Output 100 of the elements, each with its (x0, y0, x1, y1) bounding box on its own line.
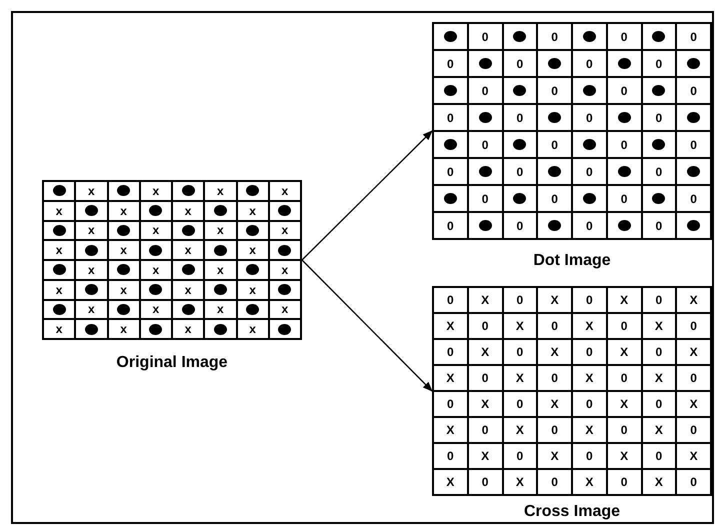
cell-symbol: x (56, 284, 62, 296)
cell-symbol: 0 (551, 476, 558, 488)
cell-symbol: 0 (586, 112, 593, 124)
cell-symbol: 0 (620, 192, 628, 204)
cell-symbol: 0 (656, 398, 662, 410)
cell-symbol: 0 (516, 398, 524, 410)
cell-symbol: X (620, 398, 628, 410)
cell-symbol: x (88, 264, 95, 276)
cell-symbol: 0 (656, 58, 662, 70)
cell-symbol: x (249, 284, 256, 296)
cell-symbol: 0 (690, 424, 697, 436)
cell-symbol: x (184, 323, 192, 336)
cell-symbol: X (550, 346, 559, 358)
cell-symbol: X (585, 424, 594, 436)
cell-symbol: 0 (620, 138, 628, 150)
grid-caption: Dot Image (533, 252, 611, 270)
cell-symbol: x (249, 244, 256, 256)
cell-symbol: 0 (656, 450, 662, 462)
cell-symbol: 0 (586, 398, 593, 410)
cell-symbol: 0 (620, 84, 628, 96)
cell-symbol: 0 (586, 346, 593, 358)
cell-symbol: X (481, 346, 490, 358)
cell-symbol: X (481, 398, 490, 410)
cell-symbol: 0 (690, 138, 697, 150)
cell-symbol: 0 (620, 320, 628, 332)
arrow (302, 260, 433, 392)
cell-symbol: X (690, 398, 698, 410)
cell-symbol: 0 (447, 220, 454, 232)
cell-symbol: x (56, 244, 62, 256)
cell-symbol: x (282, 224, 288, 236)
cell-symbol: 0 (586, 166, 593, 178)
cell-symbol: x (152, 264, 160, 276)
cell-symbol: X (690, 450, 698, 462)
cell-symbol: X (620, 294, 628, 306)
cell-symbol: 0 (447, 450, 454, 462)
cell-symbol: 0 (447, 294, 454, 306)
cell-symbol: 0 (516, 346, 524, 358)
cell-symbol: 0 (516, 294, 524, 306)
cell-symbol: x (217, 303, 224, 316)
cell-symbol: 0 (551, 320, 558, 332)
cell-symbol: 0 (620, 30, 628, 42)
cell-symbol: x (184, 204, 192, 217)
cell-symbol: 0 (516, 112, 524, 124)
cell-symbol: 0 (482, 476, 488, 488)
cell-symbol: 0 (656, 346, 662, 358)
cell-symbol: X (550, 294, 559, 306)
cell-symbol: 0 (482, 320, 488, 332)
cell-symbol: x (184, 244, 192, 256)
cell-symbol: X (516, 372, 524, 384)
cell-symbol: 0 (656, 112, 662, 124)
cell-symbol: 0 (586, 294, 593, 306)
cell-symbol: X (516, 320, 524, 332)
cell-symbol: X (446, 424, 454, 436)
cell-symbol: x (56, 204, 62, 217)
cell-symbol: x (120, 244, 127, 256)
cell-symbol: 0 (586, 220, 593, 232)
cell-symbol: X (620, 450, 628, 462)
cell-symbol: 0 (482, 30, 488, 42)
cell-symbol: X (516, 424, 524, 436)
cell-symbol: 0 (482, 84, 488, 96)
cell-symbol: 0 (516, 220, 524, 232)
cell-symbol: X (481, 294, 490, 306)
cell-symbol: x (217, 264, 224, 276)
cell-symbol: X (550, 398, 559, 410)
cell-symbol: X (481, 450, 490, 462)
cell-symbol: X (654, 372, 663, 384)
cell-symbol: 0 (620, 476, 628, 488)
cell-symbol: 0 (690, 192, 697, 204)
cell-symbol: 0 (551, 372, 558, 384)
cell-symbol: X (620, 346, 628, 358)
cell-symbol: x (120, 204, 127, 217)
cell-symbol: x (88, 184, 95, 197)
cell-symbol: X (550, 450, 559, 462)
cell-symbol: x (152, 224, 160, 236)
cell-symbol: 0 (447, 398, 454, 410)
cell-symbol: 0 (447, 346, 454, 358)
cell-symbol: 0 (482, 138, 488, 150)
cell-symbol: x (282, 303, 288, 316)
cell-symbol: x (249, 204, 256, 217)
cell-symbol: x (184, 284, 192, 296)
grid-caption: Cross Image (524, 503, 620, 521)
cell-symbol: 0 (586, 450, 593, 462)
cell-symbol: x (120, 284, 127, 296)
cell-symbol: 0 (656, 294, 662, 306)
cell-symbol: 0 (551, 84, 558, 96)
cell-symbol: 0 (620, 424, 628, 436)
cell-symbol: X (654, 476, 663, 488)
cell-symbol: 0 (656, 166, 662, 178)
cell-symbol: X (690, 346, 698, 358)
cell-symbol: 0 (690, 320, 697, 332)
cell-symbol: X (585, 320, 594, 332)
cell-symbol: X (654, 320, 663, 332)
cell-symbol: 0 (482, 372, 488, 384)
cell-symbol: x (217, 184, 224, 197)
cell-symbol: 0 (551, 138, 558, 150)
cell-symbol: 0 (690, 30, 697, 42)
cell-symbol: x (217, 224, 224, 236)
cell-symbol: X (516, 476, 524, 488)
cell-symbol: 0 (516, 58, 524, 70)
cell-symbol: 0 (620, 372, 628, 384)
